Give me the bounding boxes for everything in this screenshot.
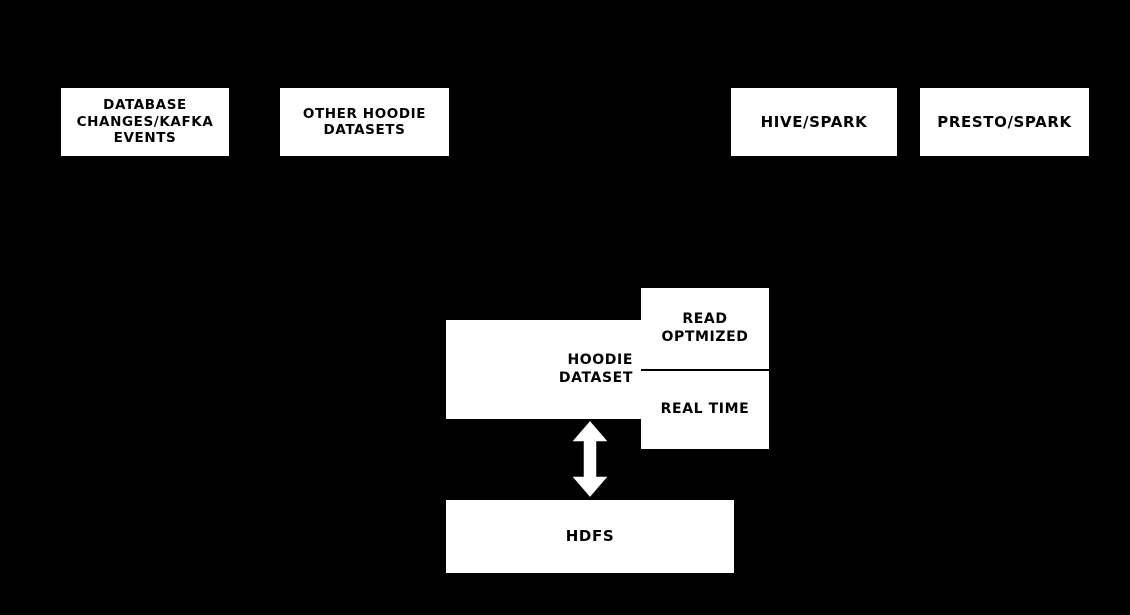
- node-label: Hive/Spark: [760, 112, 868, 131]
- node-label: Database Changes/Kafka Events: [76, 97, 214, 147]
- node-presto-spark[interactable]: Presto/Spark: [920, 88, 1089, 156]
- node-read-optimized-view[interactable]: Read Optmized: [641, 288, 769, 371]
- node-label: Presto/Spark: [937, 112, 1072, 131]
- node-database-changes-kafka-events[interactable]: Database Changes/Kafka Events: [61, 88, 229, 156]
- node-label: Hoodie Dataset: [558, 352, 633, 386]
- node-hoodie-dataset[interactable]: Hoodie Dataset: [446, 320, 641, 419]
- node-hdfs[interactable]: HDFS: [446, 500, 734, 573]
- node-real-time-view[interactable]: Real Time: [641, 371, 769, 449]
- node-label: Real Time: [660, 401, 750, 418]
- double-headed-arrow-icon: [569, 419, 611, 499]
- node-label: Other Hoodie Datasets: [302, 105, 427, 138]
- node-label: Read Optmized: [661, 311, 749, 345]
- node-hive-spark[interactable]: Hive/Spark: [731, 88, 897, 156]
- node-label: HDFS: [565, 527, 615, 546]
- node-other-hoodie-datasets[interactable]: Other Hoodie Datasets: [280, 88, 449, 156]
